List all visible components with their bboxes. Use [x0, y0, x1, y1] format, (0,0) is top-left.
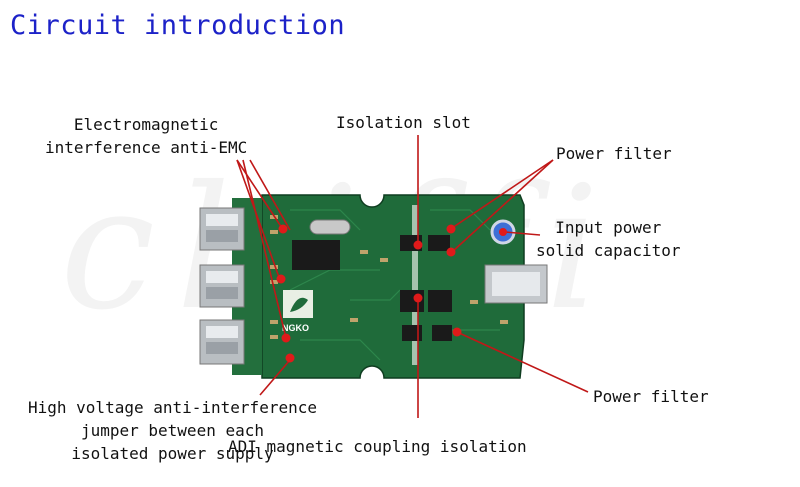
usb-port-3 [199, 319, 245, 365]
label-power-filter-top: Power filter [556, 144, 672, 163]
usb-b-connector [484, 264, 548, 304]
label-emc: Electromagnetic interference anti-EMC [45, 113, 247, 159]
usb-port-1 [199, 207, 245, 251]
label-input-capacitor-line2: solid capacitor [536, 241, 681, 260]
usb-port-2 [199, 264, 245, 308]
board-logo-text: NGKO [282, 323, 309, 333]
label-adi: ADI magnetic coupling isolation [228, 437, 527, 456]
label-input-capacitor: Input power solid capacitor [536, 216, 681, 262]
label-emc-line1: Electromagnetic [73, 115, 219, 134]
label-power-filter-bottom: Power filter [593, 387, 709, 406]
label-high-voltage-line1: High voltage anti-interference [28, 398, 317, 417]
component-markers [276, 224, 507, 363]
label-emc-line2: interference anti-EMC [45, 138, 248, 157]
page-title: Circuit introduction [10, 10, 346, 41]
pointer-lines [236, 135, 589, 418]
label-input-capacitor-line1: Input power [555, 218, 662, 237]
pcb-board: NGKO [232, 194, 525, 379]
label-high-voltage-line2: jumper between each [80, 421, 264, 440]
label-isolation-slot: Isolation slot [336, 113, 471, 132]
label-high-voltage-line3: isolated power supply [71, 444, 274, 463]
label-high-voltage: High voltage anti-interference jumper be… [28, 396, 317, 465]
